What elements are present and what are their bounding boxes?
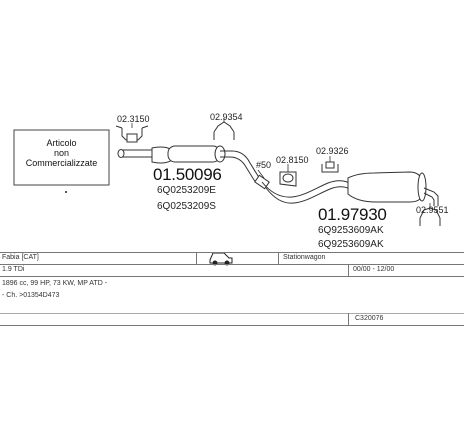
rear-muffler-oem-1: 6Q9253609AK — [318, 225, 384, 236]
chassis-text: - Ch. >01354D473 — [2, 292, 60, 299]
table-divider-2 — [278, 252, 279, 264]
specs-text: 1896 cc, 99 HP, 73 KW, MP ATD - — [2, 280, 108, 287]
front-muffler-assembly — [117, 145, 270, 190]
table-line-2 — [0, 264, 464, 265]
not-commercialized-box — [13, 129, 110, 186]
front-muffler-oem-1: 6Q0253209E — [157, 185, 216, 196]
engine-text: 1.9 TDi — [2, 266, 25, 273]
table-line-top — [0, 252, 464, 253]
rear-muffler-oem-2: 6Q9253609AK — [318, 239, 384, 250]
clamp-right-label: 02.9551 — [416, 205, 449, 215]
note-line-1: Articolo — [46, 138, 77, 148]
rear-muffler-number: 01.97930 — [318, 205, 387, 224]
table-divider-1 — [196, 252, 197, 264]
clamp-mid-label: 02.8150 — [276, 155, 309, 165]
pipe-marker-label: #50 — [256, 160, 272, 170]
clamp-top-label: 02.9354 — [210, 112, 243, 122]
front-muffler-oem-2: 6Q0253209S — [157, 201, 216, 212]
table-line-5 — [0, 325, 464, 326]
table-divider-3 — [348, 264, 349, 276]
note-line-2: non — [53, 148, 70, 158]
leader-lines — [131, 118, 431, 208]
clamp-mid2-label: 02.9326 — [316, 146, 349, 156]
car-body-icon — [209, 252, 233, 266]
marker-dot — [65, 191, 67, 193]
clamp-mid-icon — [279, 171, 297, 187]
clamp-mid2-icon — [321, 161, 339, 173]
clamp-left-label: 02.3150 — [117, 114, 150, 124]
model-text: Fabia [CAT] — [2, 254, 39, 261]
table-line-3 — [0, 276, 464, 277]
period-text: 00/00 - 12/00 — [353, 266, 395, 273]
not-commercialized-note: Articolo non Commercializzate — [14, 138, 109, 168]
table-line-4 — [0, 313, 464, 314]
clamp-top-icon — [213, 121, 235, 140]
note-line-3: Commercializzate — [25, 158, 98, 168]
reference-code: C320076 — [355, 315, 384, 322]
table-divider-4 — [348, 313, 349, 325]
clamp-left-icon — [115, 125, 149, 143]
front-muffler-number: 01.50096 — [153, 165, 222, 184]
rear-muffler-assembly — [261, 171, 439, 206]
body-text: Stationwagon — [283, 254, 326, 261]
